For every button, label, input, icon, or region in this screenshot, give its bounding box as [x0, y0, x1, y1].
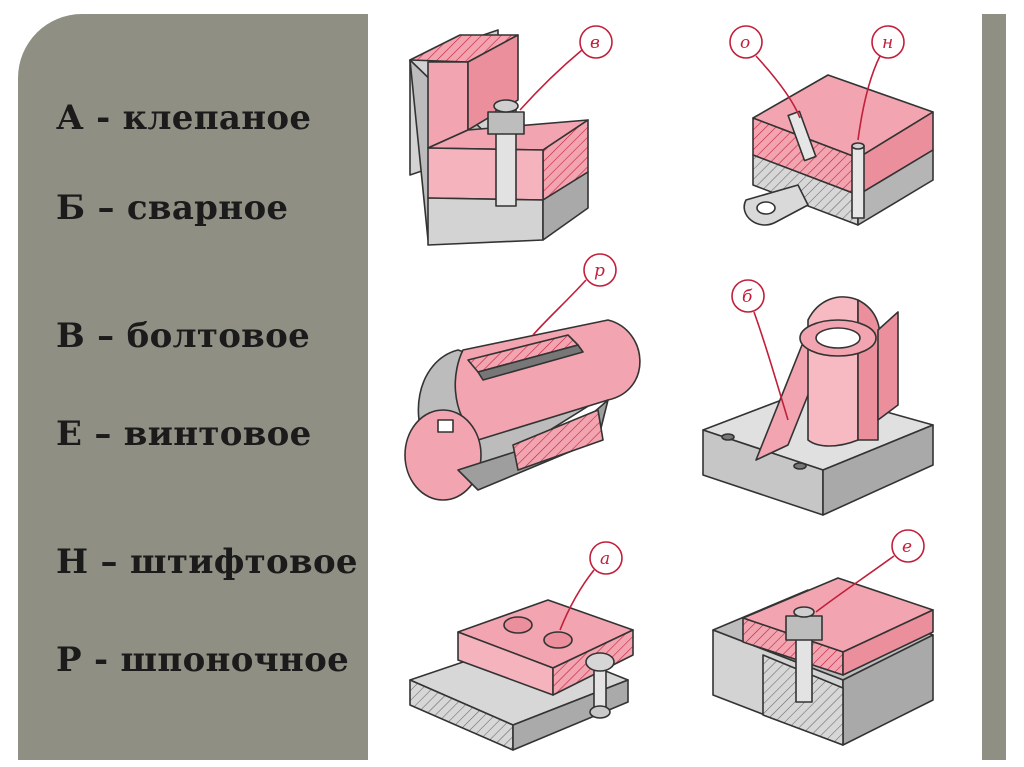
legend-item-bolted: В – болтовое [56, 316, 311, 356]
joint-types-legend: А - клепаное Б – сварное В – болтовое Е … [56, 0, 366, 767]
joints-illustration: в о н [368, 0, 982, 767]
label-a: а [600, 549, 610, 569]
label-o: о [740, 33, 750, 53]
legend-item-screwed: Е – винтовое [56, 414, 312, 454]
welded-joint-drawing [702, 296, 934, 516]
legend-item-riveted: А - клепаное [56, 98, 312, 138]
screwed-joint-drawing [712, 577, 934, 746]
callout-r [532, 253, 617, 336]
legend-item-keyed: Р - шпоночное [56, 640, 349, 680]
callout-e [815, 529, 925, 613]
callout-a [559, 541, 623, 631]
legend-item-pinned: Н – штифтовое [56, 542, 358, 582]
label-n: н [882, 33, 893, 53]
callout-o [729, 25, 801, 119]
label-e: е [902, 537, 912, 557]
bolted-joint-drawing [409, 29, 589, 246]
riveted-joint-drawing [409, 599, 634, 751]
label-r: р [594, 261, 605, 281]
callout-n [857, 25, 905, 141]
label-v: в [590, 33, 600, 53]
callout-b [731, 279, 789, 421]
keyed-joint-drawing [404, 319, 641, 501]
pinned-joint-drawing [743, 74, 934, 226]
callout-v [519, 25, 613, 111]
label-b: б [742, 287, 753, 307]
legend-item-welded: Б – сварное [56, 188, 289, 228]
